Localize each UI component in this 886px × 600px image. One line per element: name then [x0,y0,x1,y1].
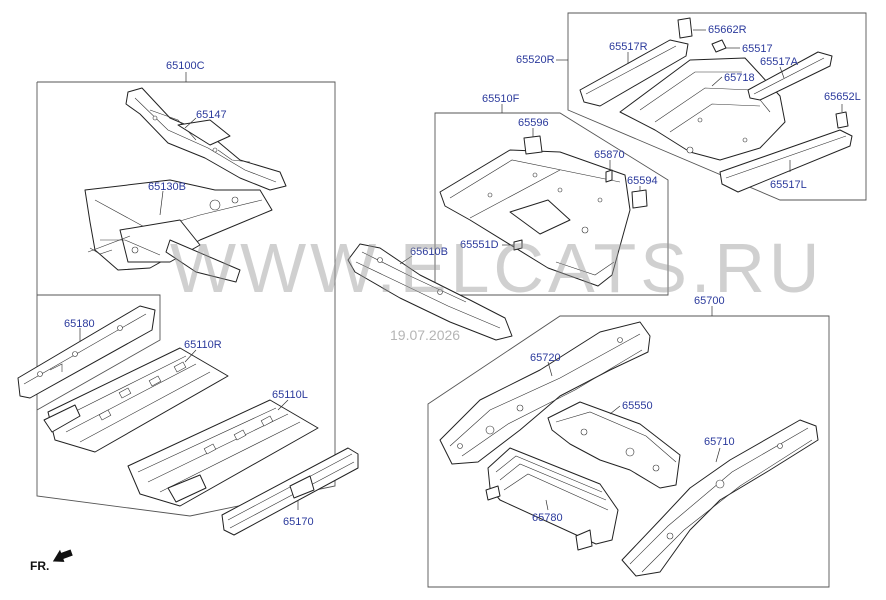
front-direction-arrow-icon [52,549,73,562]
part-65110R [43,347,229,453]
label-65110R: 65110R [184,339,222,351]
leader-65720 [547,361,553,377]
label-65870: 65870 [594,149,625,161]
label-65610B: 65610B [410,246,448,258]
label-65652L: 65652L [824,91,861,103]
part-65180 [17,305,156,399]
label-65510F: 65510F [482,93,520,105]
part-65147 [125,87,287,191]
watermark-date: 19.07.2026 [390,327,461,343]
label-65147: 65147 [196,109,227,121]
frame-65520R [567,12,867,201]
frame-65100C-inner [36,294,161,411]
part-65718 [619,57,786,161]
part-65551D [513,239,523,251]
label-65517R: 65517R [609,41,648,53]
label-65596: 65596 [518,117,549,129]
label-65170: 65170 [283,516,314,528]
part-65517R [579,39,689,107]
label-65718: 65718 [724,72,755,84]
part-65594 [631,189,648,209]
part-65710 [621,419,819,577]
label-65517L: 65517L [770,179,807,191]
part-65517L [719,129,853,193]
leader-65610B [399,255,413,265]
part-65130B [84,179,273,283]
part-65662R [677,17,693,39]
part-65517 [711,39,727,53]
label-65130B: 65130B [148,181,186,193]
part-65870 [605,169,613,183]
frame-65510F [434,112,669,296]
part-65517A [747,51,833,101]
leader-65550 [609,405,621,415]
part-65550 [547,401,681,489]
leader-65780 [545,499,549,511]
part-65720 [439,321,651,465]
leader-65110L [277,399,289,411]
leader-65110R [184,349,197,363]
leader-65130B [159,190,164,216]
label-65520R: 65520R [516,54,555,66]
label-65517A: 65517A [760,56,798,68]
watermark: WWW.ELCATS.RU [170,229,824,307]
part-65652L [835,111,849,129]
label-65517: 65517 [742,43,773,55]
label-65110L: 65110L [272,389,308,401]
label-65550: 65550 [622,400,653,412]
part-65510F [439,149,631,287]
label-65710: 65710 [704,436,735,448]
leader-65517A [779,66,785,79]
front-direction-label: FR. [30,559,50,573]
label-65700: 65700 [694,295,725,307]
leader-65718 [711,76,723,87]
label-65180: 65180 [64,318,95,330]
part-65610B [347,243,513,341]
part-65170 [221,447,359,536]
leader-65147 [184,117,197,129]
part-65780 [485,447,619,551]
label-65662R: 65662R [708,24,747,36]
label-65594: 65594 [627,175,658,187]
leader-65710 [715,447,721,463]
label-65551D: 65551D [460,239,499,251]
frame-65700 [427,315,830,588]
part-65110L [127,399,319,507]
label-65720: 65720 [530,352,561,364]
label-65780: 65780 [532,512,563,524]
label-65100C: 65100C [166,60,205,72]
part-65596 [523,135,543,155]
